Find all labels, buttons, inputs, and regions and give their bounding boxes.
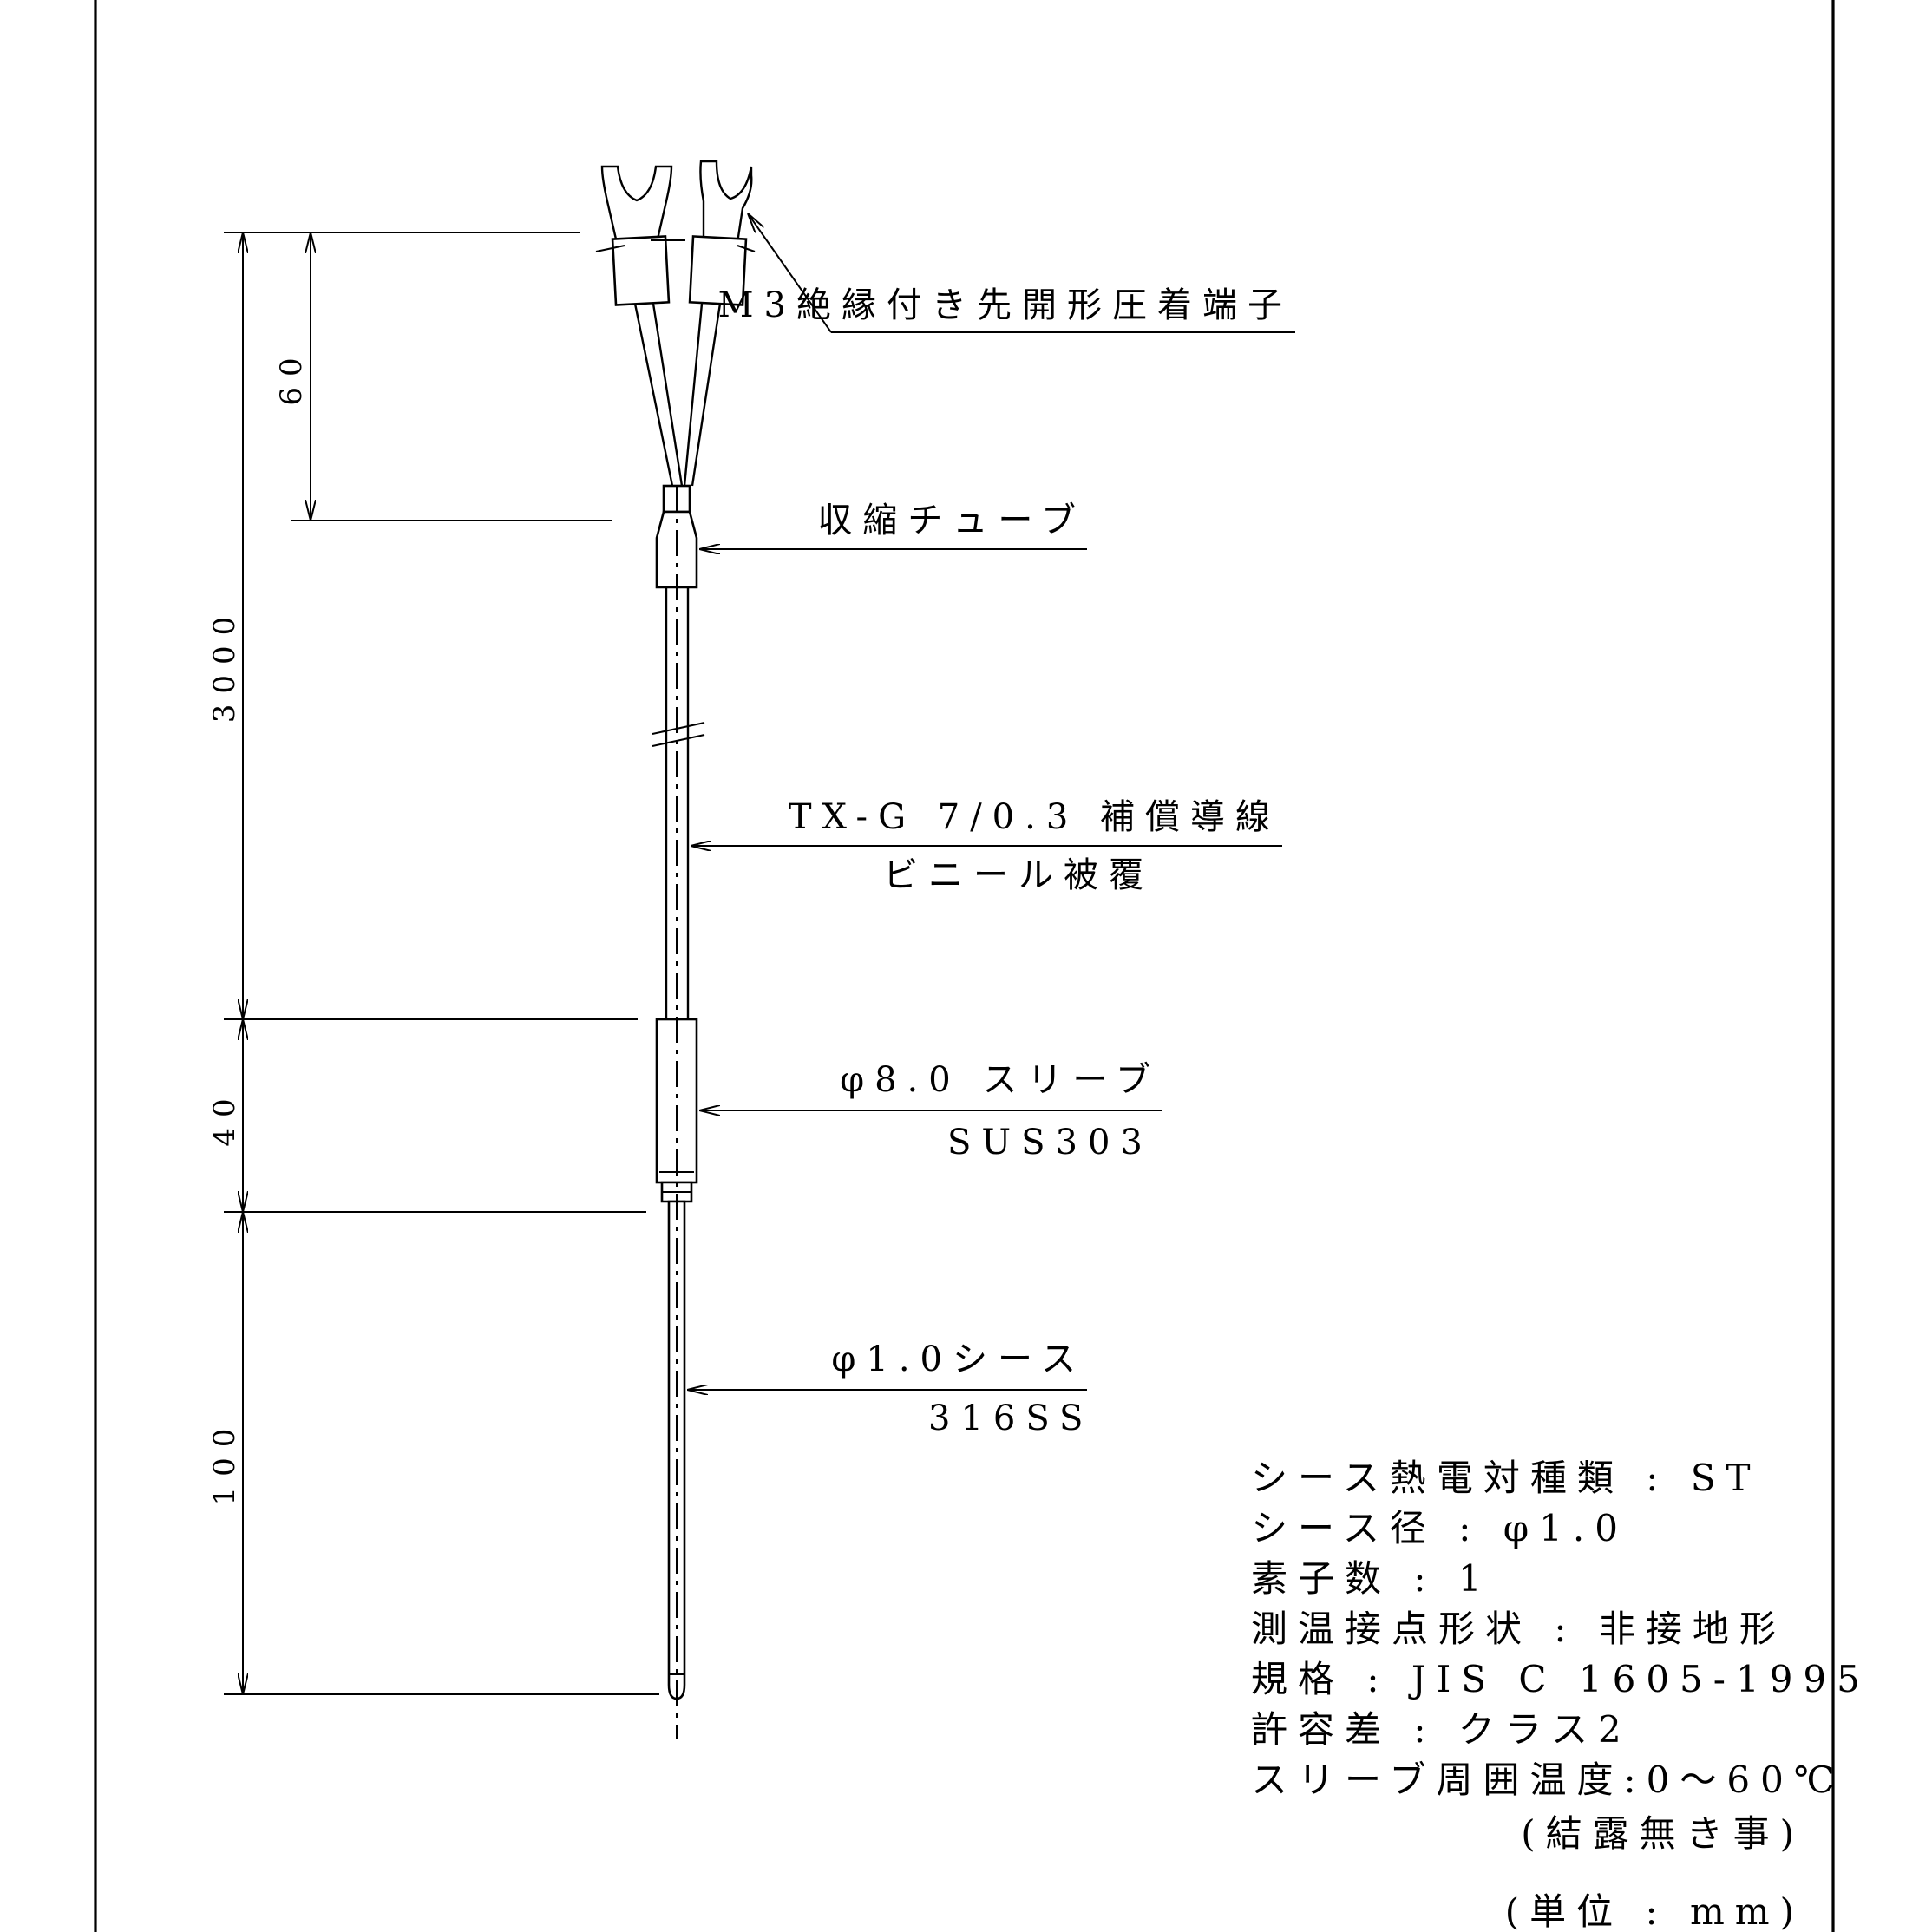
dim-label-40: 40 [207, 1088, 242, 1146]
terminal-sleeve-band [595, 239, 756, 252]
spec-row: 測温接点形状 : 非接地形 [1251, 1608, 1786, 1650]
dimension-lines [224, 232, 659, 1695]
callout-sheath-line2: 316SS [928, 1398, 1093, 1438]
callout-terminal: M3絶縁付き先開形圧着端子 [718, 285, 1293, 325]
spec-row: シース径 : φ1.0 [1251, 1507, 1628, 1549]
crimp-terminal-left [600, 165, 673, 306]
callout-wire-line2: ビニール被覆 [883, 855, 1154, 895]
spec-row: 素子数 : 1 [1251, 1557, 1492, 1600]
dim-label-100: 100 [207, 1418, 242, 1506]
spec-row: シース熱電対種類 : ST [1251, 1457, 1761, 1499]
callout-sleeve-line1: φ8.0 スリーブ [840, 1060, 1161, 1100]
spec-row: スリーブ周囲温度:0～60℃ [1251, 1758, 1845, 1801]
spec-row: 許容差 : クラス2 [1251, 1708, 1632, 1751]
compensating-cable [652, 587, 705, 1019]
lead-wires [633, 303, 722, 487]
dim-label-3000: 3000 [207, 606, 242, 724]
spec-note: (結露無き事) [1521, 1812, 1804, 1855]
callout-sheath-line1: φ1.0シース [831, 1339, 1086, 1379]
leader-lines [687, 213, 1295, 1390]
crimp-terminal-right [688, 160, 753, 306]
callout-shrink-tube: 収縮チューブ [817, 501, 1086, 540]
callout-wire-line1: TX-G 7/0.3 補償導線 [789, 797, 1280, 837]
dim-label-60: 60 [274, 347, 309, 405]
callout-sleeve-line2: SUS303 [947, 1123, 1153, 1162]
spec-row: 規格 : JIS C 1605-1995 [1251, 1658, 1870, 1700]
spec-list: シース熱電対種類 : ST シース径 : φ1.0 素子数 : 1 測温接点形状 : … [1251, 1457, 1870, 1801]
drawing-frame [94, 0, 1835, 1932]
unit-note: (単位 : mm) [1505, 1890, 1804, 1932]
